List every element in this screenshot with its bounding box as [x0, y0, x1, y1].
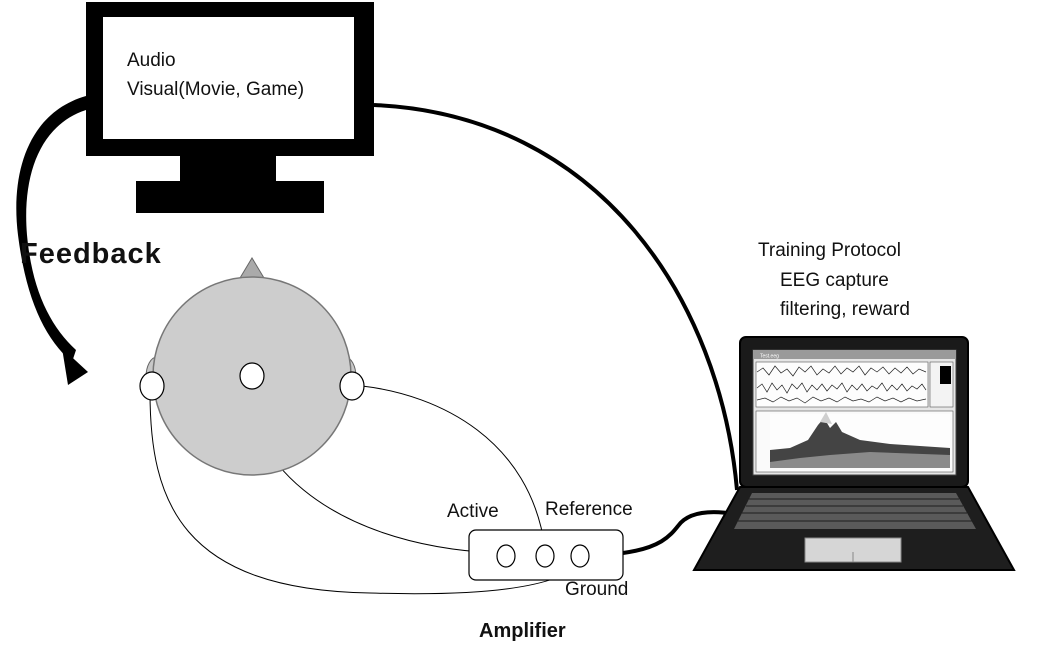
ground-electrode-wire [149, 391, 583, 595]
reference-ear-electrode [339, 371, 365, 401]
eeg-trace-2 [756, 382, 927, 394]
protocol-eeg-capture: EEG capture [780, 270, 889, 291]
spectrogram-floor [770, 452, 950, 468]
active-label: Active [447, 501, 499, 522]
laptop-touchpad [804, 537, 902, 563]
nose-icon [239, 257, 265, 279]
protocol-filtering-reward: filtering, reward [780, 299, 910, 320]
active-electrode [239, 362, 265, 390]
arrow-head-icon [62, 348, 88, 385]
ground-ear-electrode [139, 371, 165, 401]
monitor-stand [136, 181, 324, 213]
reference-electrode-wire [361, 385, 546, 549]
protocol-title: Training Protocol [758, 240, 901, 261]
head [139, 257, 365, 476]
eeg-trace-1 [756, 365, 927, 377]
monitor: Audio Visual(Movie, Game) [86, 2, 374, 213]
ground-port [570, 544, 590, 568]
monitor-text-visual: Visual(Movie, Game) [127, 79, 304, 100]
amplifier-label: Amplifier [479, 620, 566, 642]
laptop-keyboard [734, 493, 976, 529]
eeg-trace-3 [756, 396, 927, 404]
screen-titlebar [753, 350, 956, 359]
reference-port [535, 544, 555, 568]
feedback-arrow-body [16, 96, 86, 362]
screen-title: Test.eeg [760, 354, 779, 360]
amplifier-to-laptop-cable [622, 510, 736, 555]
eeg-signal-panel [755, 361, 929, 408]
signal-meter [940, 366, 951, 384]
active-port [496, 544, 516, 568]
spectrogram-peak [820, 412, 832, 424]
amplifier: Active Reference Ground Amplifier [447, 499, 633, 642]
monitor-to-laptop-cable [373, 103, 739, 491]
monitor-text-audio: Audio [127, 50, 176, 71]
laptop: Training Protocol EEG capture filtering,… [692, 240, 1016, 571]
monitor-screen [103, 17, 354, 139]
feedback-arrow [16, 96, 88, 385]
reference-label: Reference [545, 499, 633, 520]
feedback-label: Feedback [20, 238, 162, 270]
ground-label: Ground [565, 579, 628, 600]
keyboard-keys [738, 498, 972, 522]
